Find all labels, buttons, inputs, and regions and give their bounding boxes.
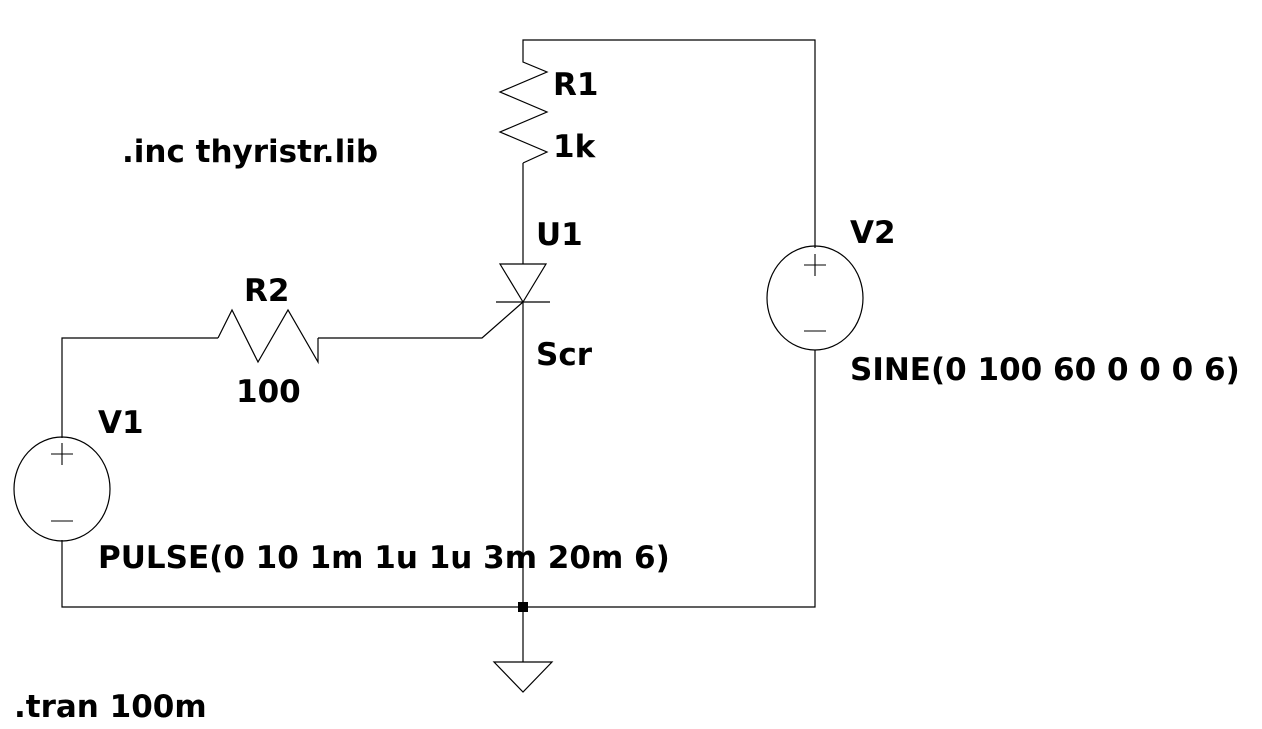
- voltage-source-v2: [766, 245, 864, 351]
- r1-ref-label: R1: [553, 67, 598, 103]
- wire-bottom-left: [61, 540, 523, 608]
- thyristor-u1: [496, 263, 550, 304]
- v1-value-label: PULSE(0 10 1m 1u 1u 3m 20m 6): [98, 540, 670, 576]
- r1-value-label: 1k: [553, 129, 597, 165]
- tran-directive: .tran 100m: [14, 689, 207, 725]
- r2-ref-label: R2: [244, 273, 289, 309]
- wire-v1-to-r2: [61, 337, 218, 438]
- junction-dot: [518, 602, 528, 612]
- wires: [61, 39, 816, 662]
- r2-value-label: 100: [236, 374, 301, 410]
- u1-value-label: Scr: [536, 337, 593, 373]
- wire-top: [522, 39, 816, 245]
- v2-value-label: SINE(0 100 60 0 0 0 6): [850, 352, 1240, 388]
- wire-r2-to-gate: [318, 301, 524, 339]
- v1-ref-label: V1: [98, 405, 144, 441]
- ground-symbol: [492, 661, 554, 693]
- wire-right-bottom: [523, 350, 816, 608]
- resistor-r1: [498, 42, 549, 164]
- u1-ref-label: U1: [536, 217, 583, 253]
- include-directive: .inc thyristr.lib: [122, 134, 378, 170]
- v2-ref-label: V2: [850, 215, 896, 251]
- resistor-r2: [217, 308, 319, 365]
- voltage-source-v1: [13, 436, 111, 542]
